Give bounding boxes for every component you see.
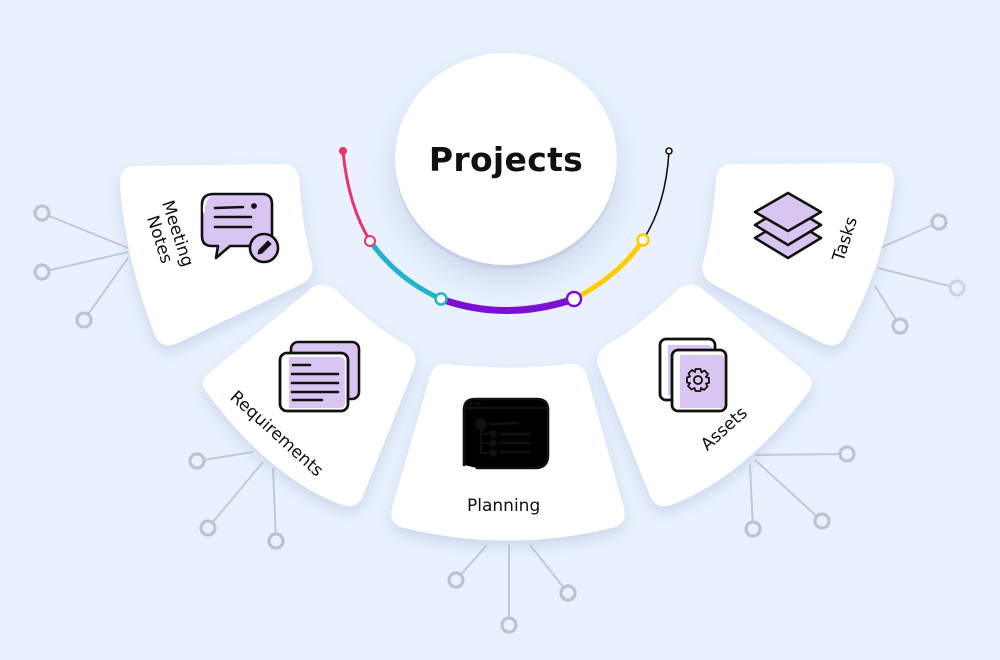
arc-nodes xyxy=(339,147,673,308)
stacked-layers-icon xyxy=(753,191,823,260)
connectors xyxy=(41,212,958,625)
connector-nodes xyxy=(33,204,966,634)
hub-title: Projects xyxy=(428,139,584,179)
stacked-pages-gear-icon xyxy=(658,337,728,413)
progress-arc xyxy=(341,149,670,314)
chat-bubble-pencil-icon xyxy=(200,192,280,264)
stacked-documents-icon xyxy=(278,340,361,413)
projects-hub[interactable]: Projects xyxy=(395,53,617,265)
browser-tree-list-icon xyxy=(462,397,550,470)
card-label-planning: Planning xyxy=(467,496,541,516)
card-tasks[interactable] xyxy=(702,163,895,346)
